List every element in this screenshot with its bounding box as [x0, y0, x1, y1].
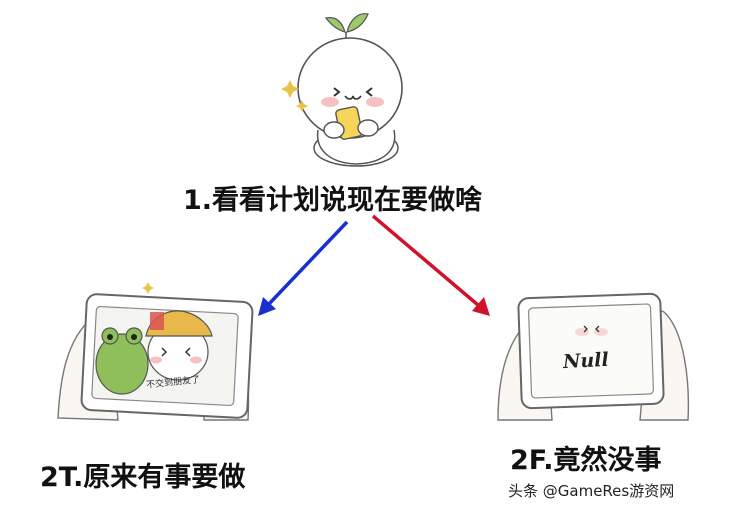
false-branch-label: 2F.竟然没事 [510, 445, 662, 476]
true-branch-label: 2T.原来有事要做 [40, 462, 246, 493]
phone-screen-null-text: Null [562, 348, 610, 374]
root-step-label: 1.看看计划说现在要做啥 [183, 185, 483, 216]
right-phone-illustration [497, 292, 690, 421]
left-phone-illustration [57, 282, 254, 421]
false-branch-arrow [371, 214, 490, 316]
true-branch-arrow [258, 220, 349, 316]
watermark: 头条 @GameRes游资网 [508, 482, 675, 500]
sprout-character-illustration [281, 13, 403, 167]
